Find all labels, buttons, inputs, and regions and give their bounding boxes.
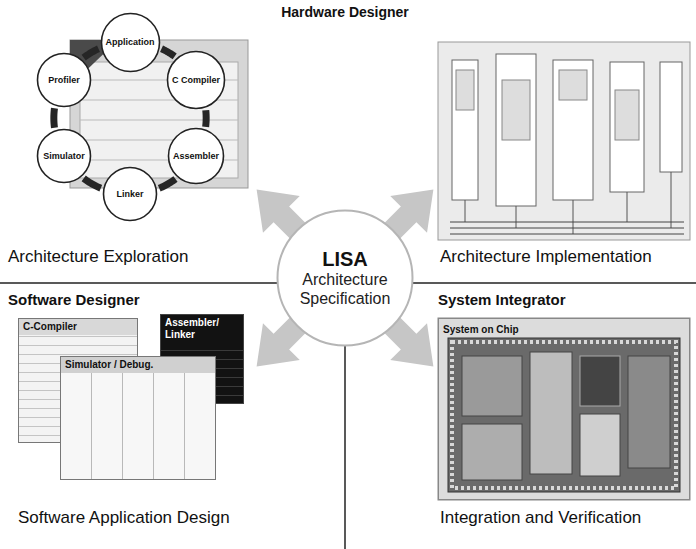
schematic-wire <box>465 200 466 222</box>
role-heading: Software Designer <box>8 291 140 308</box>
node-title: Linker <box>116 189 143 199</box>
spec-circle: LISAArchitecture Specification <box>276 209 414 347</box>
schematic-subblock <box>456 70 474 110</box>
chip-block <box>530 352 572 474</box>
schematic-block <box>496 54 536 206</box>
tool-circle: Assembler <box>167 127 225 185</box>
schematic-wire <box>671 172 672 228</box>
quadrant-label: Architecture Exploration <box>8 247 188 267</box>
circle-shape <box>101 13 159 71</box>
schematic-block <box>553 60 593 200</box>
circle-shape <box>168 52 225 109</box>
schematic-wire <box>573 200 574 234</box>
chip-pads <box>452 342 676 488</box>
tool-circle: Application <box>100 12 161 73</box>
chip-panel <box>438 318 690 500</box>
node-title: LISA <box>289 248 401 270</box>
ring-connector <box>50 108 58 128</box>
schematic-subblock <box>615 90 639 140</box>
role-heading: Hardware Designer <box>245 4 445 20</box>
ring-connector <box>84 178 101 188</box>
schematic-panel <box>438 42 690 240</box>
circle-text-group: C Compiler <box>172 75 220 85</box>
window-title: C-Compiler <box>19 319 137 335</box>
window-title: Assembler/ Linker <box>161 315 243 343</box>
node-title: Application <box>106 37 155 47</box>
schematic-bus <box>450 228 684 229</box>
quadrant-label: Software Application Design <box>18 508 230 528</box>
circle-shape <box>278 211 413 346</box>
screenshot-pane <box>80 62 238 178</box>
circle-text-group: LISAArchitecture Specification <box>289 248 401 308</box>
schematic-wire <box>516 206 517 228</box>
chip-box: System on Chip <box>438 318 690 500</box>
circle-text-group: Profiler <box>48 75 80 85</box>
node-title: Profiler <box>48 75 80 85</box>
circle-text-group: Linker <box>116 189 143 199</box>
schematic-bus <box>450 234 684 235</box>
schematic-bus <box>450 222 684 223</box>
ring-connector <box>159 179 175 188</box>
window-title: Simulator / Debug. <box>61 357 215 373</box>
chip-block <box>462 424 522 480</box>
circle-shape <box>38 130 91 183</box>
schematic-block <box>452 60 478 200</box>
chip-block <box>462 356 522 416</box>
quadrant-label: Integration and Verification <box>440 508 641 528</box>
circle-shape <box>38 54 91 107</box>
ring-connector <box>162 49 175 57</box>
schematic-subblock <box>502 80 530 140</box>
ring-connector <box>84 49 99 58</box>
ring-connector <box>202 110 210 127</box>
chip-die <box>448 338 680 492</box>
role-heading: System Integrator <box>438 291 566 308</box>
tool-circle: Linker <box>102 166 158 222</box>
schematic-wire <box>627 192 628 222</box>
chip-block <box>580 414 620 476</box>
spec-arrows <box>238 171 452 385</box>
chip-block <box>628 356 670 468</box>
screenshot-line <box>80 120 238 121</box>
node-title: C Compiler <box>172 75 220 85</box>
circle-text-group: Simulator <box>43 151 85 161</box>
circle-text-group: Assembler <box>173 151 219 161</box>
chip-block <box>580 356 620 406</box>
tool-circle: Profiler <box>36 52 92 108</box>
tool-circle: C Compiler <box>166 50 226 110</box>
node-subtitle: Architecture Specification <box>289 270 401 308</box>
debugger-window: Simulator / Debug. <box>60 356 216 480</box>
circle-text-group: Application <box>106 37 155 47</box>
schematic-block <box>610 62 644 192</box>
schematic-block <box>660 62 682 172</box>
quadrant-label: Architecture Implementation <box>440 247 652 267</box>
tool-circle: Simulator <box>36 128 92 184</box>
circle-shape <box>169 129 224 184</box>
screenshot-backdrop <box>70 40 248 188</box>
schematic-subblock <box>559 70 587 100</box>
circle-shape <box>104 168 157 221</box>
node-title: Assembler <box>173 151 219 161</box>
window-title: System on Chip <box>439 322 523 337</box>
node-title: Simulator <box>43 151 85 161</box>
